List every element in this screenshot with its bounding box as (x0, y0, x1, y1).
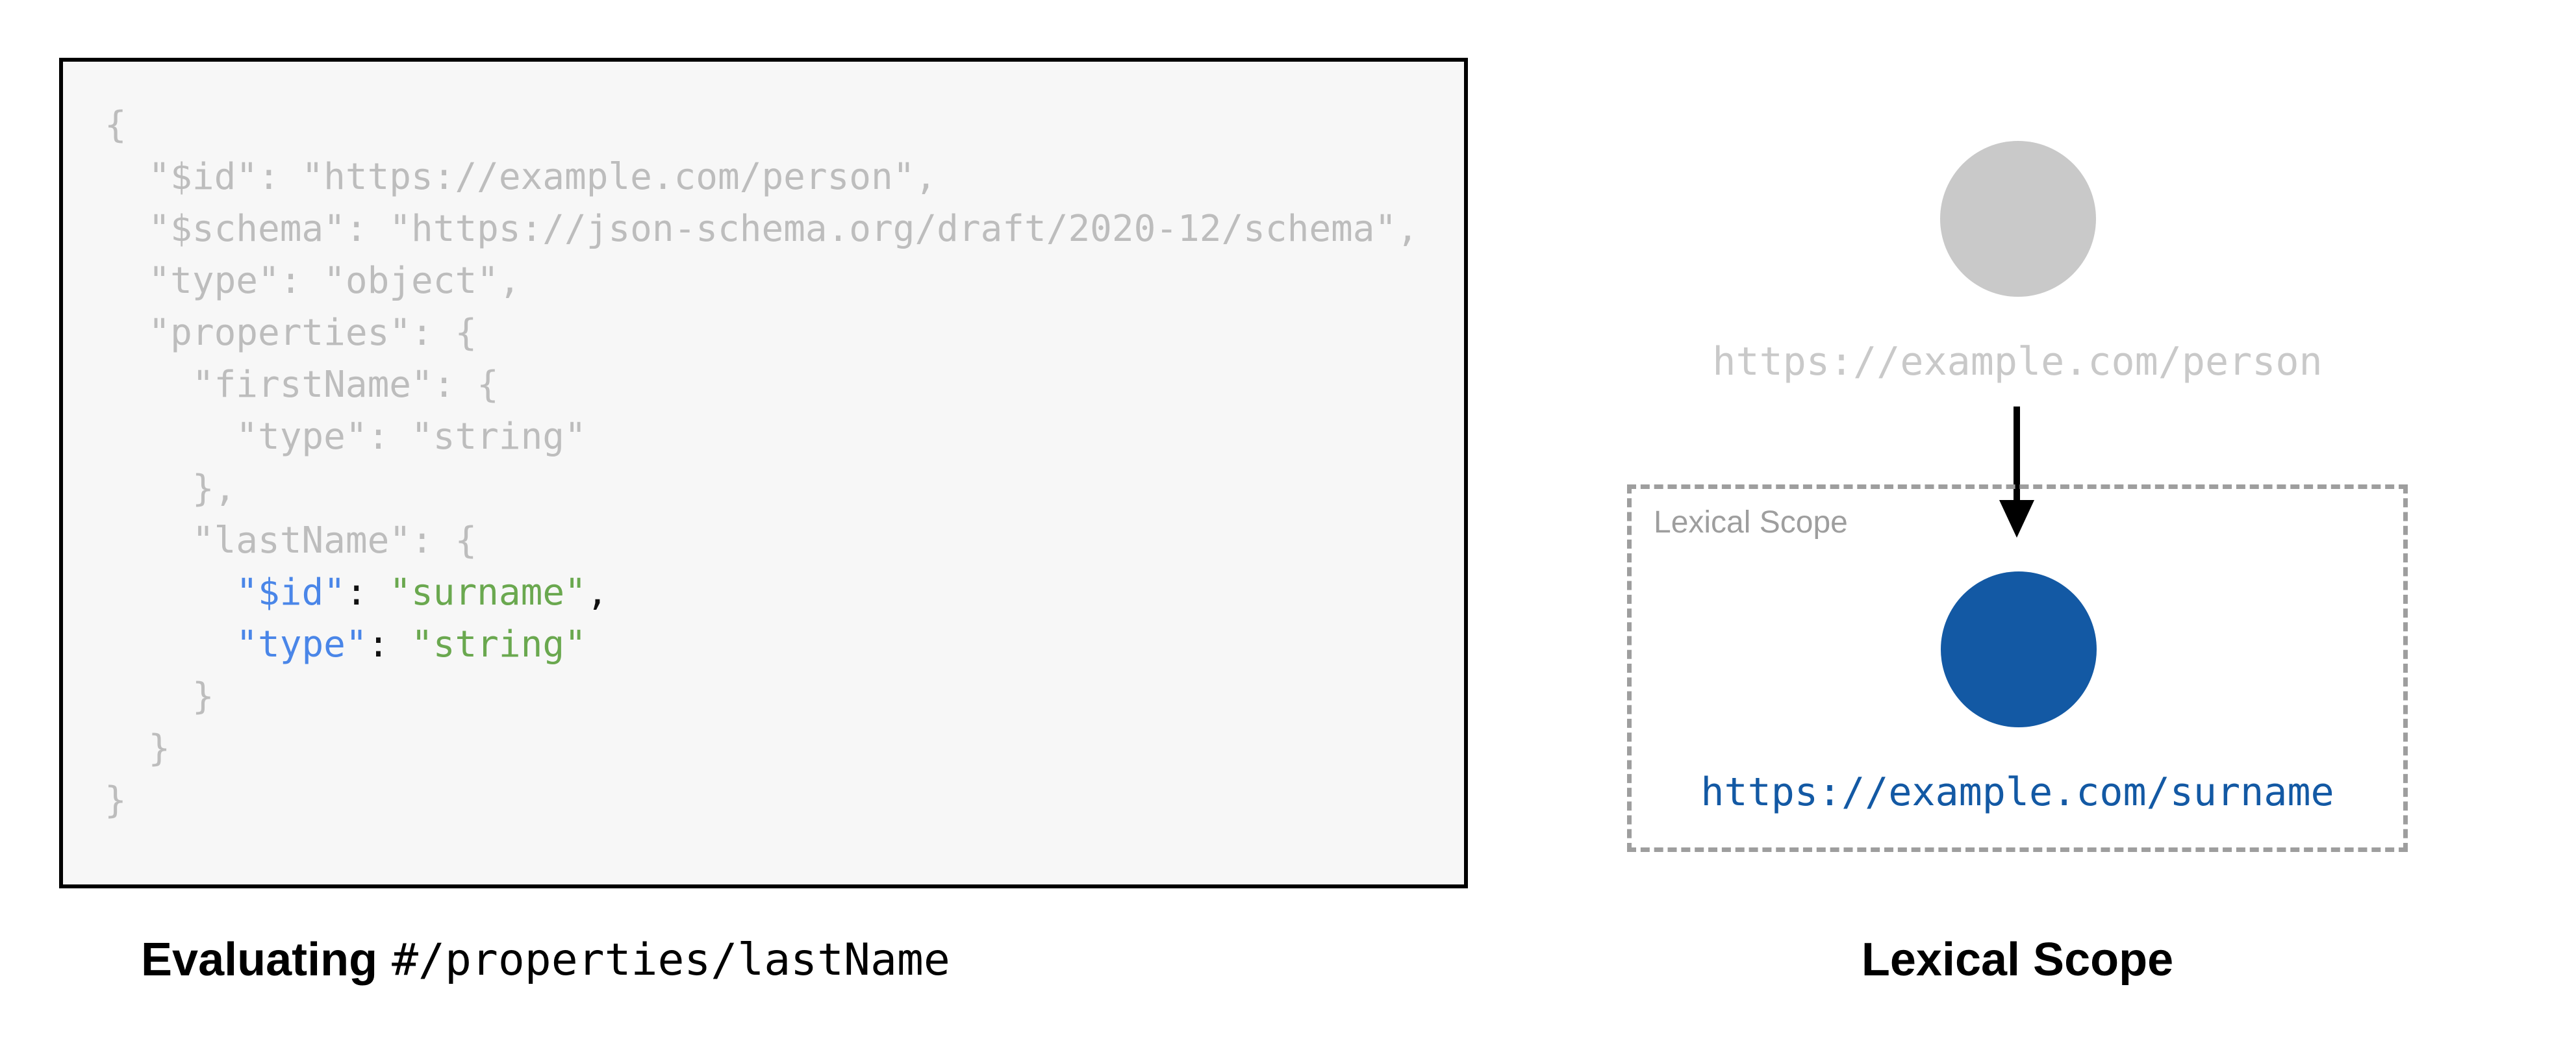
json-comma: , (586, 571, 609, 614)
lexical-scope-box: Lexical Scope (1627, 484, 2408, 852)
code-line: }, (105, 468, 236, 510)
code-indent (105, 623, 236, 666)
left-caption: Evaluating #/properties/lastName (141, 927, 950, 992)
code-line: } (105, 727, 171, 770)
parent-schema-circle (1940, 141, 2096, 297)
code-line: "type": "string" (105, 416, 587, 458)
json-key: "type" (236, 623, 368, 666)
child-schema-circle (1941, 571, 2097, 727)
lexical-scope-box-label: Lexical Scope (1654, 505, 1848, 540)
code-line: } (105, 779, 127, 821)
schema-code: { "$id": "https://example.com/person", "… (63, 62, 1464, 827)
json-value: "surname" (389, 571, 587, 614)
code-line-highlighted-id: "$id": "surname", (105, 567, 1445, 619)
code-line-highlighted-type: "type": "string" (105, 619, 1445, 671)
left-caption-evaluating: Evaluating (141, 934, 378, 986)
code-line: "firstName": { (105, 364, 499, 406)
json-colon: : (345, 571, 390, 614)
child-uri-label: https://example.com/surname (1700, 770, 2334, 815)
code-indent (105, 571, 236, 614)
json-value: "string" (411, 623, 587, 666)
parent-uri-label: https://example.com/person (1712, 339, 2323, 384)
code-line: "lastName": { (105, 520, 477, 562)
right-caption: Lexical Scope (1861, 934, 2174, 986)
code-line: "type": "object", (105, 260, 521, 302)
code-line: "$id": "https://example.com/person", (105, 156, 937, 198)
left-caption-pointer: #/properties/lastName (392, 934, 950, 986)
code-line: "$schema": "https://json-schema.org/draf… (105, 208, 1419, 250)
code-line: "properties": { (105, 312, 477, 354)
json-colon: : (367, 623, 412, 666)
schema-code-panel: { "$id": "https://example.com/person", "… (59, 58, 1468, 888)
json-key: "$id" (236, 571, 346, 614)
code-line: { (105, 104, 127, 146)
code-line: } (105, 675, 214, 718)
